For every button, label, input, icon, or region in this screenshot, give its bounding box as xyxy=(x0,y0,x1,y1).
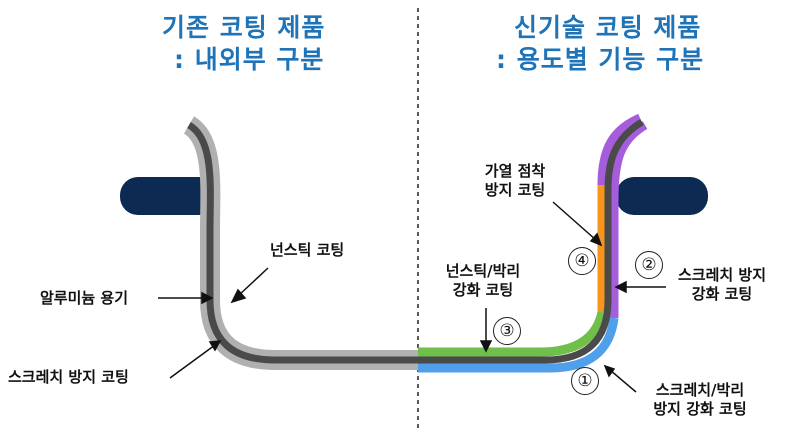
right-handle xyxy=(616,177,708,215)
label-scratch2-line1: 스크레치 방지 xyxy=(677,266,767,284)
label-heat-adhesion: 가열 점착 방지 코팅 xyxy=(470,162,560,200)
right-aluminum-body xyxy=(418,118,644,364)
label-scratch-coating: 스크레치 방지 코팅 xyxy=(8,368,129,386)
arrow-scratch-peel xyxy=(609,369,637,393)
label-scratch-peel-line2: 방지 강화 코팅 xyxy=(653,400,747,418)
marker-4-text: ④ xyxy=(574,251,590,271)
left-title: 기존 코팅 제품 : 내외부 구분 xyxy=(162,12,325,76)
arrow-nonstick xyxy=(237,267,269,297)
label-nonstick-coating: 넌스틱 코팅 xyxy=(270,241,345,259)
arrow-scratch xyxy=(169,344,216,379)
right-title: 신기술 코팅 제품 : 용도별 기능 구분 xyxy=(496,12,704,76)
right-outer-blue-coating xyxy=(418,317,619,373)
right-inner-green-coating xyxy=(418,310,607,357)
marker-4: ④ xyxy=(568,247,596,275)
marker-3-text: ③ xyxy=(499,321,515,341)
right-outer-purple-coating xyxy=(609,121,648,318)
label-scratch2-line2: 강화 코팅 xyxy=(691,285,753,303)
arrowhead-scratch2 xyxy=(614,280,627,294)
marker-2: ② xyxy=(635,251,663,279)
left-title-line2: : 내외부 구분 xyxy=(174,45,325,74)
marker-1: ① xyxy=(571,367,599,395)
label-scratch-peel-line1: 스크레치/박리 xyxy=(655,381,745,399)
label-scratch-reinforced: 스크레치 방지 강화 코팅 xyxy=(662,266,782,304)
right-rim-purple xyxy=(597,113,642,186)
marker-3: ③ xyxy=(493,317,521,345)
arrowhead-heat xyxy=(589,232,603,247)
arrowhead-aluminum xyxy=(201,291,214,305)
label-scratch-peel: 스크레치/박리 방지 강화 코팅 xyxy=(640,381,760,419)
arrowhead-scratch xyxy=(208,340,222,352)
left-aluminum-body xyxy=(186,121,418,364)
label-aluminum-container: 알루미늄 용기 xyxy=(40,289,129,307)
arrowhead-scratch-peel xyxy=(603,364,616,378)
right-title-line1: 신기술 코팅 제품 xyxy=(514,13,702,42)
arrow-heat xyxy=(552,201,597,241)
label-nonstick-peel-line1: 넌스틱/박리 xyxy=(445,262,521,280)
arrowhead-nonstick-peel xyxy=(479,340,493,353)
marker-2-text: ② xyxy=(641,255,657,275)
marker-1-text: ① xyxy=(577,371,593,391)
label-nonstick-peel: 넌스틱/박리 강화 코팅 xyxy=(428,262,538,300)
right-title-line2: : 용도별 기능 구분 xyxy=(496,45,705,74)
label-nonstick-peel-line2: 강화 코팅 xyxy=(452,281,514,299)
left-title-line1: 기존 코팅 제품 xyxy=(162,13,326,42)
arrowhead-nonstick xyxy=(230,288,247,304)
label-heat-line2: 방지 코팅 xyxy=(484,181,546,199)
left-handle xyxy=(120,177,220,215)
label-heat-line1: 가열 점착 xyxy=(484,162,546,180)
